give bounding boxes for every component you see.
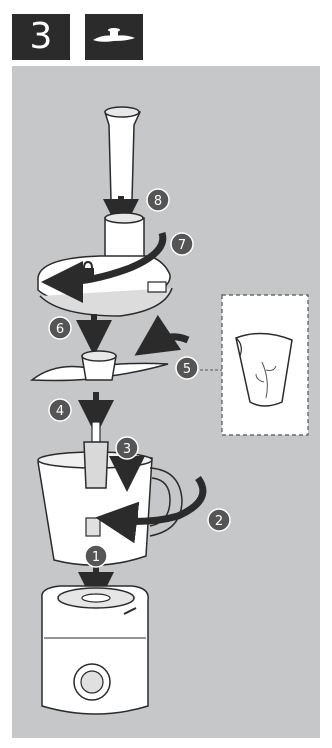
callout-5: 5 <box>176 357 198 379</box>
callout-3: 3 <box>116 437 138 459</box>
shaft <box>84 422 108 488</box>
svg-text:7: 7 <box>178 238 186 253</box>
blade <box>32 351 168 381</box>
bowl <box>38 452 182 565</box>
svg-text:1: 1 <box>92 550 100 565</box>
svg-text:4: 4 <box>56 404 64 419</box>
callout-8: 8 <box>147 189 169 211</box>
callout-4: 4 <box>49 399 71 421</box>
lid <box>38 213 172 316</box>
callout-1: 1 <box>85 545 107 567</box>
svg-text:5: 5 <box>183 362 191 377</box>
svg-text:2: 2 <box>215 514 223 529</box>
callout-2: 2 <box>208 509 230 531</box>
svg-text:3: 3 <box>123 442 131 457</box>
motor-base <box>42 586 148 714</box>
svg-text:6: 6 <box>56 322 64 337</box>
svg-text:8: 8 <box>154 194 162 209</box>
food-pusher <box>105 107 140 200</box>
curve-arrow-5 <box>152 337 188 344</box>
callout-6: 6 <box>49 317 71 339</box>
callout-7: 7 <box>171 233 193 255</box>
